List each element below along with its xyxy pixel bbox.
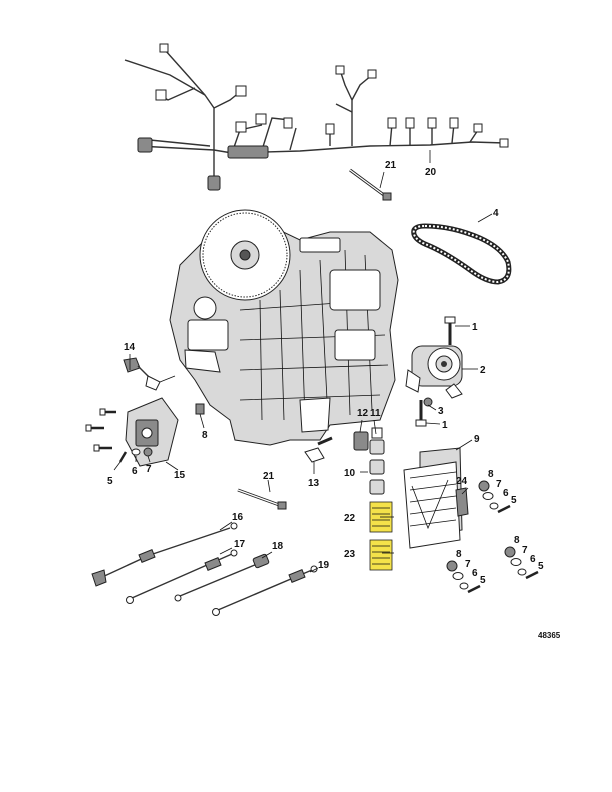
callout-7-lower-right: 7: [522, 545, 528, 556]
alternator: [405, 345, 463, 399]
decal-23: [369, 539, 393, 571]
cable-17: [126, 549, 238, 604]
figure-id: 48365: [538, 631, 561, 640]
callout-7-upper-right: 7: [496, 479, 502, 490]
callout-19: 19: [318, 560, 330, 571]
callout-21-lower: 21: [263, 471, 275, 482]
callout-5-bracket: 5: [107, 476, 113, 487]
callout-10: 10: [344, 468, 356, 479]
callout-24: 24: [456, 476, 468, 487]
callout-4: 4: [493, 208, 499, 219]
drive-belt: [411, 223, 512, 285]
callout-8-bracket: 8: [202, 430, 208, 441]
sensor: [123, 357, 176, 391]
callout-8-lower-right: 8: [514, 535, 520, 546]
bracket-screw: [85, 408, 128, 463]
callout-labels: 20 21 4 1 2 3 1 9 24 8 7 6 5 12 11 10 13…: [107, 160, 561, 640]
voltage-regulator: [403, 447, 463, 549]
callout-6-upper-right: 6: [503, 488, 509, 499]
alternator-spacer: [423, 397, 433, 407]
callout-22: 22: [344, 513, 356, 524]
callout-5-lower-right: 5: [538, 561, 544, 572]
callout-1-upper: 1: [472, 322, 478, 333]
callout-20: 20: [425, 167, 437, 178]
callout-5-lower-center: 5: [480, 575, 486, 586]
callout-6-lower-center: 6: [472, 568, 478, 579]
mounting-bracket: [125, 397, 179, 467]
callout-7-lower-center: 7: [465, 559, 471, 570]
wiring-harness: [124, 43, 509, 191]
callout-5-upper-right: 5: [511, 495, 517, 506]
callout-1-lower: 1: [442, 420, 448, 431]
callout-6-bracket: 6: [132, 466, 138, 477]
hardware-group-upper-right: [478, 480, 511, 514]
cable-tie-lower: [237, 488, 287, 510]
callout-13: 13: [308, 478, 320, 489]
callout-7-bracket: 7: [146, 464, 152, 475]
bracket-washer: [131, 448, 141, 456]
cable-tie-upper: [349, 168, 392, 201]
callout-8-lower-center: 8: [456, 549, 462, 560]
hardware-group-lower-right: [504, 546, 539, 580]
callout-18: 18: [272, 541, 284, 552]
callout-17: 17: [234, 539, 246, 550]
regulator-bracket: [455, 487, 469, 517]
cable-16: [91, 522, 238, 587]
callout-23: 23: [344, 549, 356, 560]
relay-stack: [353, 427, 385, 495]
callout-3: 3: [438, 406, 444, 417]
callout-2: 2: [480, 365, 486, 376]
callout-11: 11: [370, 408, 381, 419]
callout-6-lower-right: 6: [530, 554, 536, 565]
alternator-bolt-upper: [444, 316, 456, 345]
callout-8-upper-right: 8: [488, 469, 494, 480]
callout-12: 12: [357, 408, 369, 419]
bracket-stud: [195, 403, 205, 415]
hardware-group-lower-center: [446, 560, 481, 594]
callout-14: 14: [124, 342, 136, 353]
cable-19: [212, 565, 318, 616]
harness-clip: [304, 436, 333, 463]
callout-16: 16: [232, 512, 244, 523]
callout-15: 15: [174, 470, 186, 481]
engine-block: [169, 209, 399, 446]
bracket-grommet: [143, 447, 153, 457]
leader-lines: [113, 150, 493, 573]
callout-21-upper: 21: [385, 160, 397, 171]
callout-9: 9: [474, 434, 480, 445]
cable-18: [174, 553, 270, 602]
